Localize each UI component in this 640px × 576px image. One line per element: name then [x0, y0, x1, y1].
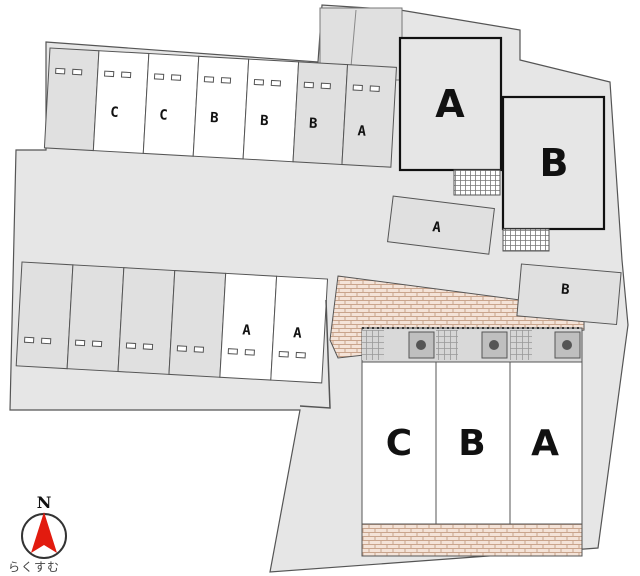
space-label: B	[560, 282, 570, 299]
building-unit-lower-b[interactable]: B	[435, 331, 511, 525]
unit-label: A	[435, 82, 465, 126]
parking-space[interactable]	[66, 264, 125, 373]
entry-tile	[453, 169, 501, 196]
north-label: N	[37, 493, 52, 512]
parking-space[interactable]	[43, 47, 100, 152]
entry-tile	[502, 228, 550, 252]
space-label: C	[110, 104, 119, 120]
tilted-space-b[interactable]: B	[516, 263, 622, 326]
unit-label: A	[531, 423, 559, 464]
parking-space[interactable]	[168, 270, 227, 378]
building-unit-upper-a[interactable]: A	[398, 36, 503, 196]
tilted-space-a[interactable]: A	[387, 195, 495, 255]
parking-space[interactable]	[117, 267, 176, 375]
space-label: B	[210, 110, 219, 126]
parking-space[interactable]: A	[341, 64, 397, 168]
parking-space[interactable]: A	[270, 275, 329, 384]
bottom-row-wall	[299, 299, 331, 409]
unit-label: B	[458, 423, 485, 464]
rear-terrace	[361, 523, 583, 557]
space-label: A	[431, 219, 442, 236]
parking-space[interactable]: B	[292, 61, 349, 166]
space-label: A	[293, 325, 303, 341]
building-unit-lower-a[interactable]: A	[509, 331, 583, 525]
parking-space[interactable]	[15, 261, 74, 370]
parking-space[interactable]: A	[219, 272, 278, 381]
north-compass: N	[21, 493, 67, 559]
parking-space[interactable]: C	[92, 50, 150, 154]
north-arrow-icon	[31, 512, 57, 553]
parking-row-bottom: A A	[15, 261, 329, 384]
lower-building: C B A	[361, 327, 583, 557]
building-unit-upper-b[interactable]: B	[501, 95, 606, 252]
space-label: C	[159, 107, 168, 123]
parking-row-top: C C B B B A	[43, 47, 397, 168]
space-label: B	[309, 116, 318, 132]
space-label: B	[260, 113, 269, 129]
parking-space[interactable]: B	[242, 58, 300, 163]
parking-space[interactable]: B	[192, 55, 250, 160]
building-unit-lower-c[interactable]: C	[361, 331, 437, 525]
parking-space[interactable]: C	[142, 52, 200, 157]
unit-label: C	[386, 423, 412, 464]
space-label: A	[242, 322, 252, 338]
brand-logo: らくすむ	[8, 560, 61, 574]
unit-label: B	[540, 141, 569, 185]
space-label: A	[357, 123, 367, 139]
